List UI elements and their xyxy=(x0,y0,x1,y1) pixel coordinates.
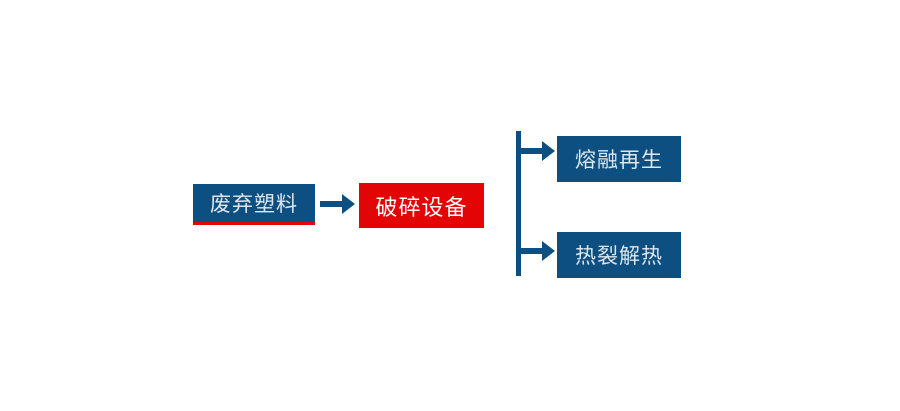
node-outcome-pyrolysis-heat[interactable]: 热裂解热 xyxy=(557,232,681,278)
arrow-right-icon xyxy=(320,191,356,217)
branch-arrow-upper xyxy=(516,141,555,161)
node-outcome-label: 热裂解热 xyxy=(575,244,663,268)
branch-trunk-line xyxy=(516,131,521,276)
node-source-label: 废弃塑料 xyxy=(210,192,298,216)
node-process-label: 破碎设备 xyxy=(375,195,468,221)
node-process-crushing-equipment[interactable]: 破碎设备 xyxy=(359,183,484,228)
arrow-right-glyph xyxy=(320,194,355,214)
branch-split-icon xyxy=(512,128,562,280)
node-outcome-label: 熔融再生 xyxy=(575,148,663,172)
branch-arrow-lower xyxy=(516,241,555,261)
node-source-waste-plastic[interactable]: 废弃塑料 xyxy=(193,184,315,225)
node-outcome-melt-regeneration[interactable]: 熔融再生 xyxy=(557,136,681,182)
branch-split-glyph xyxy=(516,131,555,276)
